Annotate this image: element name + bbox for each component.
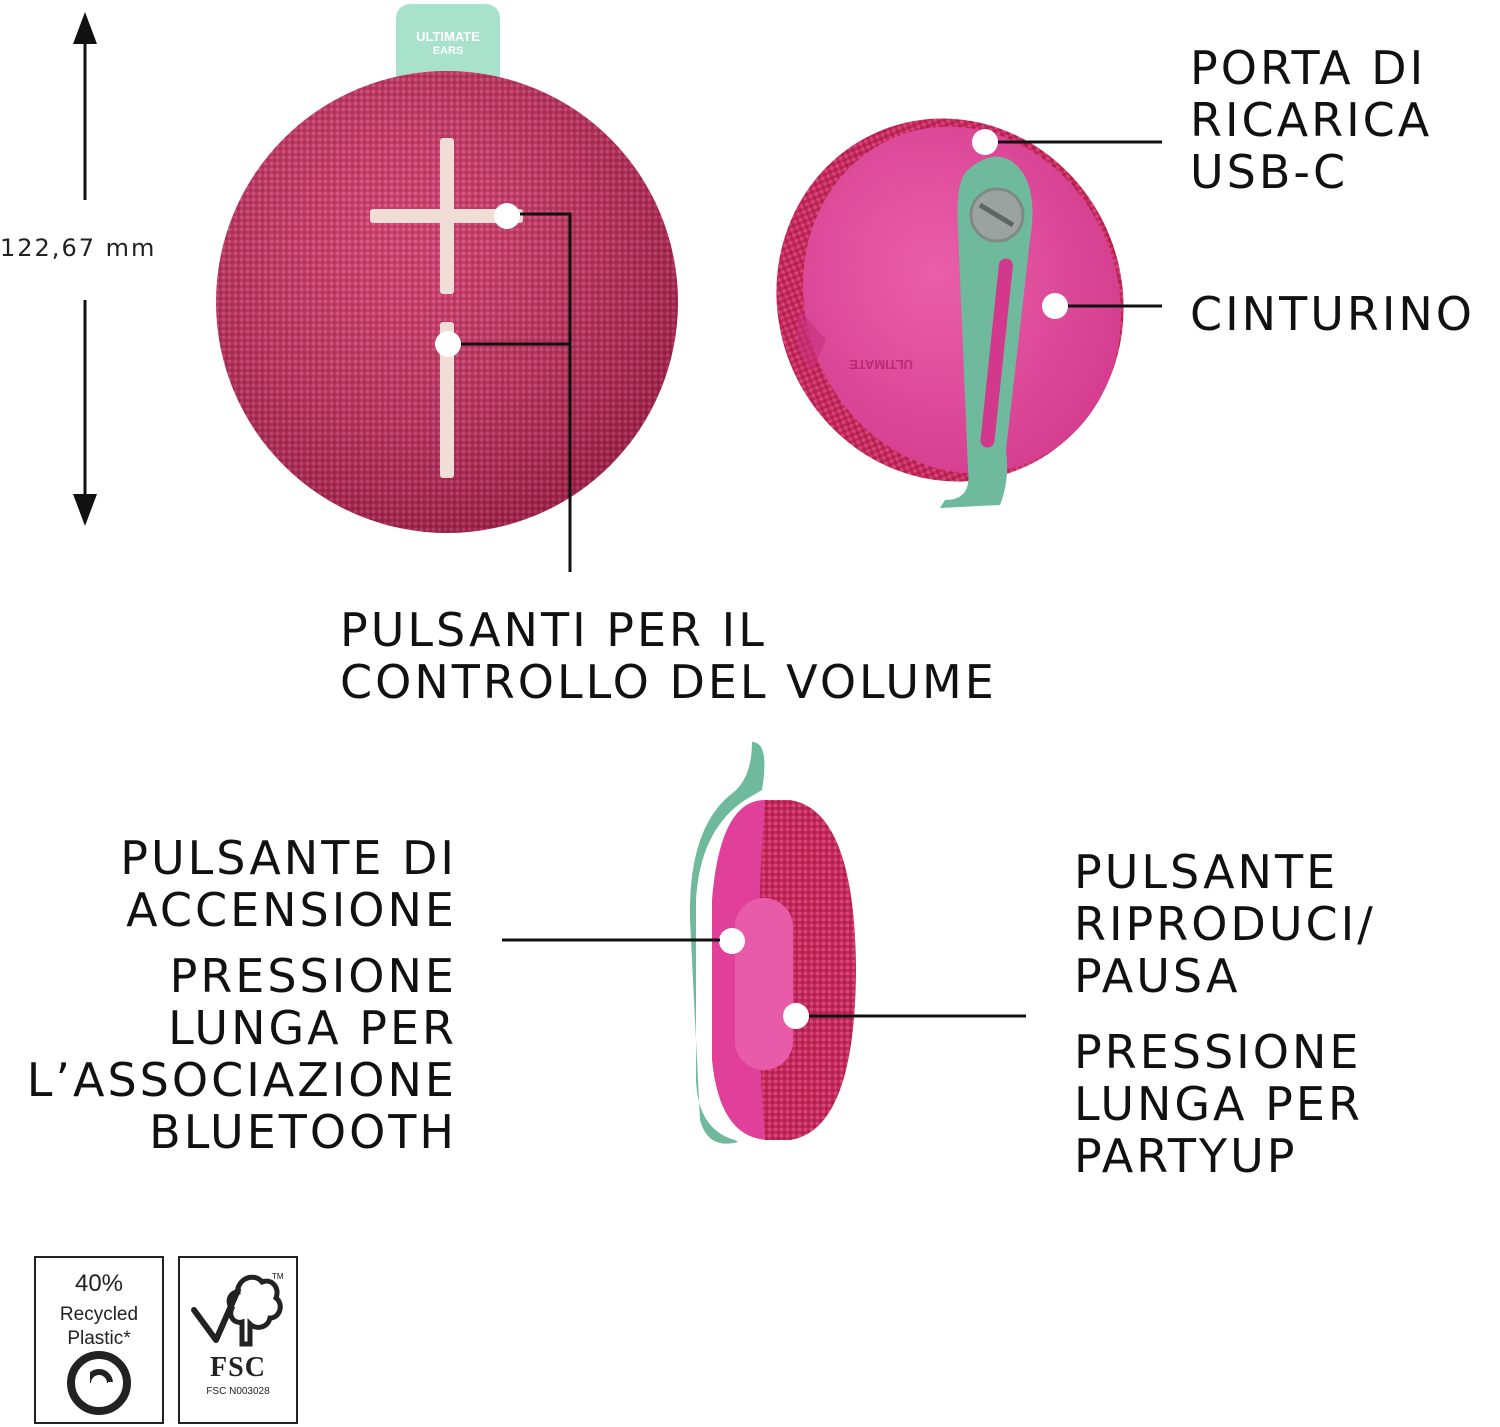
power-button-description: PRESSIONE LUNGA PER L’ASSOCIAZIONE BLUET… — [27, 950, 457, 1158]
recycle-icon — [67, 1351, 131, 1415]
callout-line: ACCENSIONE — [126, 883, 457, 937]
recycled-line-2: Plastic* — [67, 1328, 131, 1349]
callout-line: RICARICA — [1190, 93, 1433, 147]
callout-line: PULSANTE DI — [120, 831, 457, 885]
fsc-code: FSC N003028 — [206, 1386, 270, 1397]
speaker-back-view — [776, 118, 1124, 508]
recycled-percent: 40% — [74, 1270, 124, 1297]
callout-line: USB-C — [1190, 145, 1349, 199]
fsc-tree-icon — [191, 1274, 283, 1347]
speaker-tag — [396, 4, 500, 94]
callout-line: BLUETOOTH — [149, 1105, 457, 1159]
tag-line-1: ULTIMATE — [416, 29, 480, 44]
callout-line: LUNGA PER — [1074, 1077, 1363, 1131]
callout-line: RIPRODUCI/ — [1074, 897, 1376, 951]
fsc-tm: TM — [272, 1272, 284, 1281]
play-pause-description: PRESSIONE LUNGA PER PARTYUP — [1074, 1026, 1363, 1182]
callout-line: PARTYUP — [1074, 1129, 1298, 1183]
speaker-front-view — [216, 4, 678, 533]
usb-port-callout: PORTA DI RICARICA USB-C — [1190, 42, 1432, 198]
volume-down-icon — [440, 322, 454, 478]
speaker-side-view — [689, 742, 856, 1144]
callout-line: L’ASSOCIAZIONE — [26, 1053, 457, 1107]
callout-line: PULSANTI PER IL — [340, 603, 767, 657]
play-pause-callout: PULSANTE RIPRODUCI/ PAUSA — [1074, 846, 1376, 1002]
height-dimension-arrow — [73, 12, 97, 526]
volume-leader-line — [461, 212, 572, 572]
height-dimension-label: 122,67 mm — [0, 234, 157, 262]
callout-line: CONTROLLO DEL VOLUME — [340, 655, 997, 709]
callout-line: PRESSIONE — [1074, 1025, 1362, 1079]
callout-line: PULSANTE — [1074, 845, 1339, 899]
speaker-tag-text: ULTIMATE EARS — [396, 30, 500, 58]
volume-callout: PULSANTI PER IL CONTROLLO DEL VOLUME — [340, 604, 997, 708]
fsc-logo-text: FSC — [210, 1352, 266, 1383]
recycled-line-1: Recycled — [59, 1304, 139, 1325]
recycled-plastic-badge: 40% Recycled Plastic* — [34, 1256, 164, 1424]
callout-line: PORTA DI — [1190, 41, 1427, 95]
strap-callout: CINTURINO — [1190, 288, 1475, 340]
fsc-badge: TM FSC FSC N003028 — [178, 1256, 298, 1424]
callout-line: PAUSA — [1074, 949, 1241, 1003]
power-button-callout: PULSANTE DI ACCENSIONE — [120, 832, 457, 936]
back-brand-mark: ULTIMATE — [849, 357, 913, 372]
callout-line: CINTURINO — [1190, 287, 1476, 341]
tag-line-2: EARS — [432, 45, 464, 57]
callout-line: PRESSIONE — [169, 949, 457, 1003]
callout-line: LUNGA PER — [168, 1001, 457, 1055]
